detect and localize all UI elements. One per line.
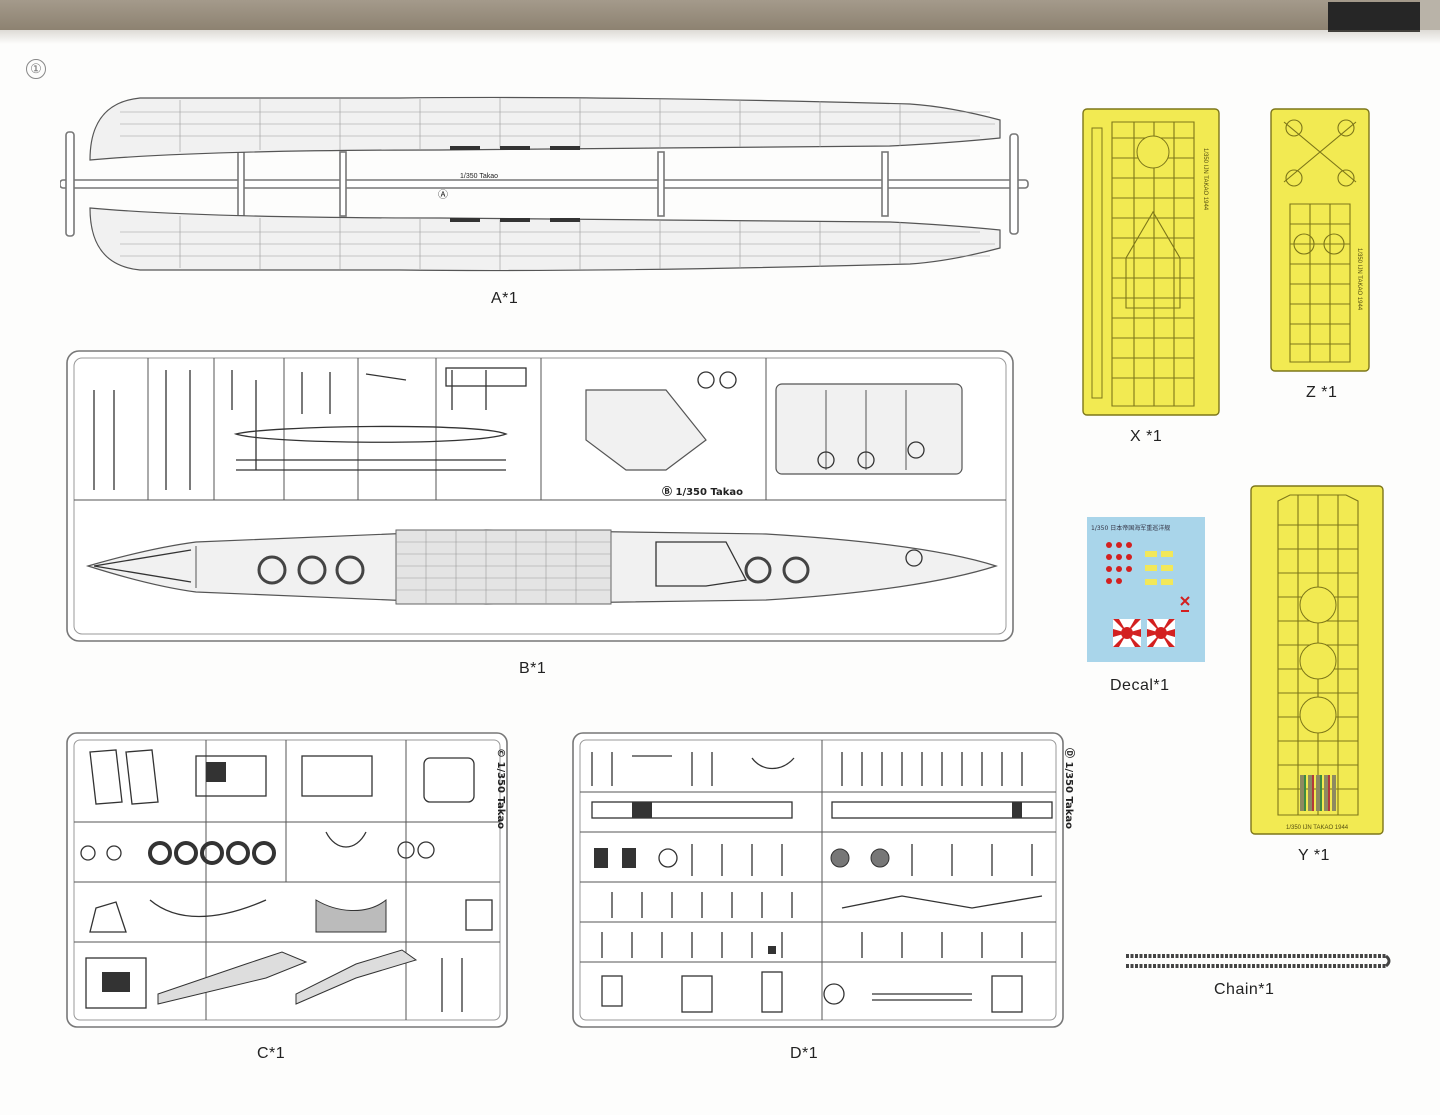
sprue-a-letter: Ⓐ [438, 189, 448, 201]
pe-y-hole-1 [1299, 586, 1337, 624]
sprue-b: Ⓑ 1/350 Takao [66, 350, 1014, 642]
label-decal: Decal*1 [1110, 677, 1170, 694]
top-edge-block [1420, 0, 1440, 30]
sprue-a-scale-text: 1/350 Takao [460, 173, 498, 180]
sprue-d: Ⓓ 1/350 Takao [572, 732, 1076, 1028]
hull-plating-upper [120, 98, 995, 152]
photo-etch-x: 1/350 IJN TAKAO 1944 [1082, 108, 1220, 416]
pe-x-side-text: 1/350 IJN TAKAO 1944 [1202, 148, 1208, 211]
label-z: Z *1 [1306, 384, 1338, 401]
portholes-a [450, 146, 580, 222]
sprue-d-scale-text: Ⓓ 1/350 Takao [1063, 748, 1076, 829]
label-c: C*1 [257, 1045, 286, 1062]
pe-x-turret-hole [1136, 135, 1170, 169]
decal-red-dots [1106, 542, 1132, 584]
barbette-rings-b [257, 549, 923, 585]
label-y: Y *1 [1298, 847, 1330, 864]
sprue-a: 1/350 Takao Ⓐ [60, 96, 1029, 272]
decal-header-text: 1/350 日本帝国海军重巡洋舰 [1091, 524, 1170, 532]
rising-sun-flag-1 [1113, 619, 1141, 647]
top-color-bar [0, 0, 1440, 32]
decal-sheet: 1/350 日本帝国海军重巡洋舰 [1087, 517, 1205, 662]
pe-z-side-text: 1/350 IJN TAKAO 1944 [1356, 248, 1362, 311]
sprue-b-scale-text: Ⓑ 1/350 Takao [662, 485, 743, 498]
pe-y-bottom-text: 1/350 IJN TAKAO 1944 [1286, 825, 1349, 831]
anchor-chain [1126, 954, 1391, 968]
label-x: X *1 [1130, 428, 1163, 445]
label-a: A*1 [491, 290, 519, 307]
rising-sun-flag-2 [1147, 619, 1175, 647]
photo-etch-z: 1/350 IJN TAKAO 1944 [1270, 108, 1370, 372]
label-chain: Chain*1 [1214, 981, 1275, 998]
decal-yellow-marks [1145, 551, 1173, 585]
label-d: D*1 [790, 1045, 819, 1062]
sprue-c: © 1/350 Takao [66, 732, 508, 1028]
label-b: B*1 [519, 660, 547, 677]
pe-y-hole-2 [1299, 642, 1337, 680]
deck-planking-b [395, 529, 612, 605]
sprue-c-parts [80, 749, 493, 1012]
pe-y-hole-3 [1299, 696, 1337, 734]
photo-etch-y: 1/350 IJN TAKAO 1944 [1250, 485, 1384, 835]
hull-plating-lower [120, 216, 995, 270]
top-shadow [0, 30, 1440, 44]
sprue-b-small-parts [93, 367, 963, 490]
hull-half-lower [89, 207, 1001, 272]
sprue-d-parts [591, 752, 1053, 1013]
sprue-c-scale-text: © 1/350 Takao [495, 748, 506, 829]
step-number: ① [26, 59, 46, 79]
top-dark-block [1328, 2, 1420, 32]
hull-half-upper [89, 96, 1001, 161]
